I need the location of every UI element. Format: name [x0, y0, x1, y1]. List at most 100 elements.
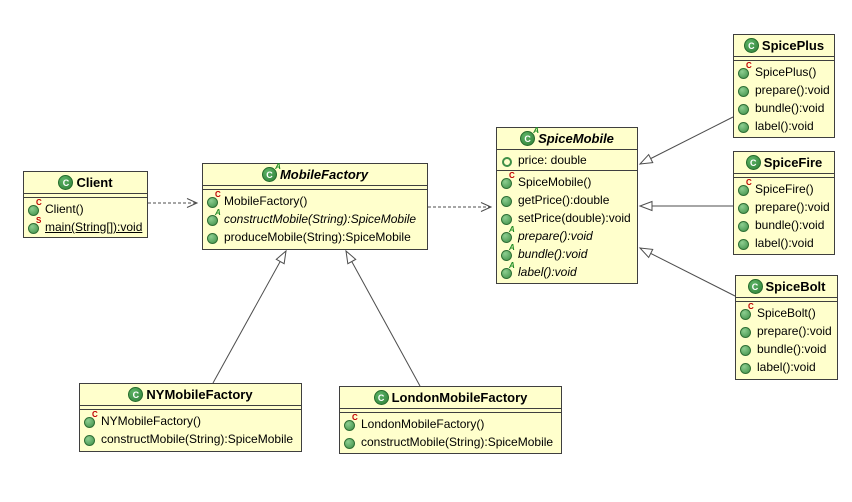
- public-method-icon: [501, 213, 512, 225]
- class-icon: C: [373, 390, 389, 405]
- method-visibility-icon: C: [738, 61, 752, 79]
- public-method-icon: [84, 416, 95, 428]
- methods-compartment: C NYMobileFactory() constructMobile(Stri…: [80, 410, 301, 448]
- generalization-nymobilefactory-mobilefactory[interactable]: [212, 249, 287, 384]
- methods-compartment: C SpiceFire() prepare():void bundle():vo…: [734, 178, 834, 252]
- member-text: Client(): [45, 202, 84, 216]
- method-visibility-icon: [740, 362, 753, 374]
- public-method-icon: [740, 308, 751, 320]
- methods-compartment: C SpicePlus() prepare():void bundle():vo…: [734, 61, 834, 135]
- member-row: C LondonMobileFactory(): [344, 413, 557, 433]
- member-text: SpicePlus(): [755, 65, 817, 79]
- public-method-icon: [28, 222, 39, 234]
- method-visibility-icon: [84, 434, 97, 446]
- class-name: MobileFactory: [279, 167, 369, 182]
- method-visibility-icon: [501, 213, 514, 225]
- class-box-spiceplus[interactable]: C SpicePlus C SpicePlus() prepare():void…: [733, 34, 835, 138]
- member-row: C Client(): [28, 198, 143, 218]
- generalization-spicebolt-spicemobile[interactable]: [638, 247, 736, 297]
- method-visibility-icon: A: [501, 261, 515, 279]
- member-text: prepare():void: [755, 83, 830, 97]
- public-method-icon: [501, 249, 512, 261]
- public-method-icon: [738, 67, 749, 79]
- public-method-icon: [207, 214, 218, 226]
- class-name: SpicePlus: [761, 38, 825, 53]
- member-text: constructMobile(String):SpiceMobile: [361, 435, 554, 449]
- class-icon: C: [58, 175, 74, 190]
- class-title: C SpiceFire: [734, 152, 834, 174]
- abstract-marker: A: [275, 162, 281, 171]
- class-box-client[interactable]: C Client C Client() S main(String[]):voi…: [23, 171, 148, 238]
- class-name: SpiceFire: [763, 155, 823, 170]
- member-text: bundle():void: [518, 247, 588, 261]
- generalization-spiceplus-spicemobile[interactable]: [638, 116, 734, 165]
- member-row: getPrice():double: [501, 191, 633, 209]
- method-visibility-icon: A: [207, 208, 221, 226]
- constructor-marker: C: [215, 189, 221, 199]
- class-icon-letter: C: [749, 157, 757, 168]
- class-icon-letter: C: [524, 133, 531, 144]
- methods-compartment: C LondonMobileFactory() constructMobile(…: [340, 413, 561, 451]
- member-row: label():void: [738, 234, 830, 252]
- method-visibility-icon: [344, 437, 357, 449]
- public-method-icon: [207, 232, 218, 244]
- class-box-nymobilefactory[interactable]: C NYMobileFactory C NYMobileFactory() co…: [79, 383, 302, 452]
- public-method-icon: [738, 238, 749, 250]
- method-visibility-icon: [738, 121, 751, 133]
- method-visibility-icon: [740, 326, 753, 338]
- method-visibility-icon: C: [501, 171, 515, 189]
- member-row: prepare():void: [738, 81, 830, 99]
- static-marker: S: [36, 215, 42, 225]
- member-text: prepare():void: [757, 324, 832, 338]
- public-method-icon: [738, 202, 749, 214]
- member-text: label():void: [755, 119, 814, 133]
- member-row: bundle():void: [740, 340, 833, 358]
- public-method-icon: [738, 184, 749, 196]
- class-title: C LondonMobileFactory: [340, 387, 561, 409]
- public-method-icon: [738, 220, 749, 232]
- constructor-marker: C: [509, 170, 515, 180]
- class-box-londonmobilefactory[interactable]: C LondonMobileFactory C LondonMobileFact…: [339, 386, 562, 454]
- method-visibility-icon: [738, 85, 751, 97]
- method-visibility-icon: C: [344, 413, 358, 431]
- member-row: C SpiceMobile(): [501, 171, 633, 191]
- public-method-icon: [501, 231, 512, 243]
- class-icon-letter: C: [748, 40, 755, 51]
- fields-compartment: price: double: [497, 150, 637, 171]
- class-box-spicebolt[interactable]: C SpiceBolt C SpiceBolt() prepare():void…: [735, 275, 838, 380]
- method-visibility-icon: [738, 202, 751, 214]
- member-row: constructMobile(String):SpiceMobile: [84, 430, 297, 448]
- member-text: main(String[]):void: [45, 220, 143, 234]
- class-name: SpiceBolt: [765, 279, 826, 294]
- class-box-spicefire[interactable]: C SpiceFire C SpiceFire() prepare():void…: [733, 151, 835, 255]
- class-title: C SpicePlus: [734, 35, 834, 57]
- abstract-marker: A: [509, 260, 515, 270]
- class-icon-letter: C: [266, 169, 273, 180]
- member-row: C SpiceBolt(): [740, 302, 833, 322]
- member-text: label():void: [755, 236, 814, 250]
- member-row: produceMobile(String):SpiceMobile: [207, 228, 423, 246]
- fields-compartment-empty: [734, 57, 834, 61]
- generalization-londonmobilefactory-mobilefactory[interactable]: [345, 249, 421, 387]
- member-row: bundle():void: [738, 99, 830, 117]
- member-row: prepare():void: [738, 198, 830, 216]
- member-row: label():void: [738, 117, 830, 135]
- constructor-marker: C: [352, 412, 358, 422]
- methods-compartment: C SpiceMobile() getPrice():double setPri…: [497, 171, 637, 281]
- member-row: setPrice(double):void: [501, 209, 633, 227]
- constructor-marker: C: [92, 409, 98, 419]
- member-text: label():void: [518, 265, 577, 279]
- member-text: LondonMobileFactory(): [361, 417, 485, 431]
- method-visibility-icon: C: [207, 190, 221, 208]
- member-row: A bundle():void: [501, 243, 633, 263]
- class-icon-letter: C: [62, 177, 70, 188]
- member-text: setPrice(double):void: [518, 211, 631, 225]
- field-text: price: double: [518, 153, 587, 167]
- public-method-icon: [738, 103, 749, 115]
- class-name: LondonMobileFactory: [391, 390, 528, 405]
